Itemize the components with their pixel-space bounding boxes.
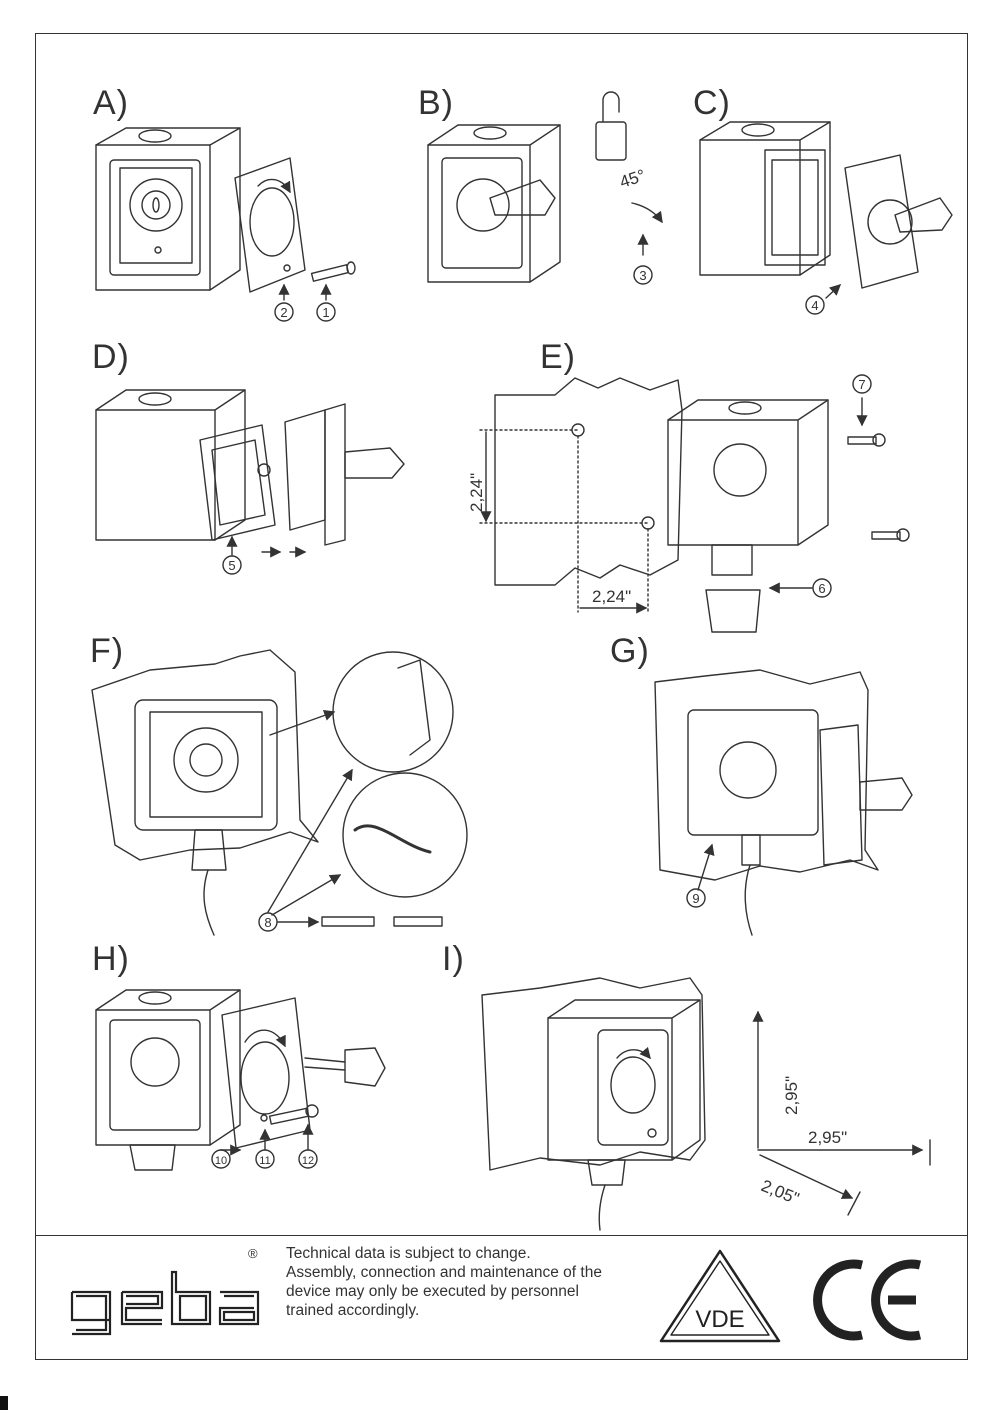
rotation-angle-label: 45°	[617, 166, 647, 192]
ce-conformity-mark: CE	[812, 1255, 922, 1341]
illustration-d-switch-insert	[284, 403, 405, 546]
illustration-h-key	[304, 1047, 386, 1087]
step-label-f: F)	[90, 632, 125, 670]
illustration-i-wall	[481, 977, 706, 1171]
logo-text: geba	[70, 1262, 73, 1263]
illustration-e-wall	[494, 377, 683, 586]
illustration-f-detail-upper	[332, 651, 454, 773]
dimension-arrows	[752, 1010, 931, 1216]
illustration-a-screw	[310, 261, 356, 282]
step-label-a: A)	[93, 84, 129, 122]
callout-4: 4	[811, 298, 818, 313]
callout-7: 7	[858, 377, 865, 392]
geba-logo: geba	[70, 1262, 260, 1336]
step-label-d: D)	[92, 338, 130, 376]
ce-text: CE	[812, 1255, 814, 1256]
disclaimer-text: Technical data is subject to change. Ass…	[286, 1244, 656, 1320]
step-label-e: E)	[540, 338, 576, 376]
illustration-d-frame	[199, 424, 276, 541]
illustration-a-housing	[95, 127, 241, 291]
disclaimer-line: Assembly, connection and maintenance of …	[286, 1264, 602, 1281]
callout-12: 12	[302, 1155, 314, 1167]
illustration-g-wall	[654, 669, 879, 881]
step-label-c: C)	[693, 84, 731, 122]
disclaimer-line: device may only be executed by personnel	[286, 1283, 579, 1300]
registered-trademark-mark: ®	[248, 1246, 258, 1261]
illustration-e-screws	[847, 433, 910, 542]
illustration-f-detail-lower	[342, 772, 468, 898]
instruction-sheet-frame	[35, 33, 968, 1360]
callout-1: 1	[322, 305, 329, 320]
callout-11: 11	[259, 1155, 270, 1167]
illustration-h-cover-plate	[221, 997, 311, 1149]
step-label-b: B)	[418, 84, 454, 122]
illustration-f-wire-ferrules	[321, 916, 443, 927]
callout-10: 10	[215, 1155, 227, 1167]
illustration-b-padlock	[595, 91, 627, 161]
scan-corner-mark	[0, 1396, 8, 1410]
step-label-h: H)	[92, 940, 130, 978]
footer-divider	[36, 1235, 967, 1236]
illustration-d-housing	[95, 389, 246, 541]
callout-9: 9	[692, 891, 699, 906]
dimension-width: 2,95"	[808, 1128, 847, 1147]
assembly-illustrations: 2 1 3 4 5 6 7 8 9 10 11 12 45° 2,24" 2,2…	[91, 91, 953, 1231]
vde-text: VDE	[695, 1306, 744, 1333]
illustration-a-cover-plate	[234, 157, 306, 293]
illustration-f-wall	[91, 649, 319, 861]
callout-5: 5	[228, 558, 235, 573]
disclaimer-line: trained accordingly.	[286, 1302, 420, 1319]
illustration-g-housing	[687, 709, 913, 936]
illustration-h-screw	[268, 1104, 319, 1125]
callout-2: 2	[280, 305, 287, 320]
illustration-f-open-housing	[134, 699, 278, 936]
dimension-mount-horizontal: 2,24"	[592, 587, 631, 606]
callout-6: 6	[818, 581, 825, 596]
illustration-e-housing	[667, 399, 829, 633]
dimension-depth: 2,05"	[759, 1176, 802, 1208]
illustration-c-housing	[699, 121, 831, 276]
step-label-g: G)	[610, 632, 650, 670]
disclaimer-line: Technical data is subject to change.	[286, 1245, 531, 1262]
illustration-c-insert	[844, 154, 953, 289]
dimension-mount-vertical: 2,24"	[467, 473, 486, 512]
callout-8: 8	[264, 915, 271, 930]
illustration-b-housing	[427, 124, 561, 283]
illustration-h-housing	[95, 989, 241, 1171]
callout-3: 3	[639, 268, 646, 283]
dimension-height: 2,95"	[782, 1076, 801, 1115]
step-label-i: I)	[442, 940, 465, 978]
vde-certification-mark: VDE	[659, 1249, 781, 1343]
illustration-i-installed-switch	[547, 999, 701, 1231]
